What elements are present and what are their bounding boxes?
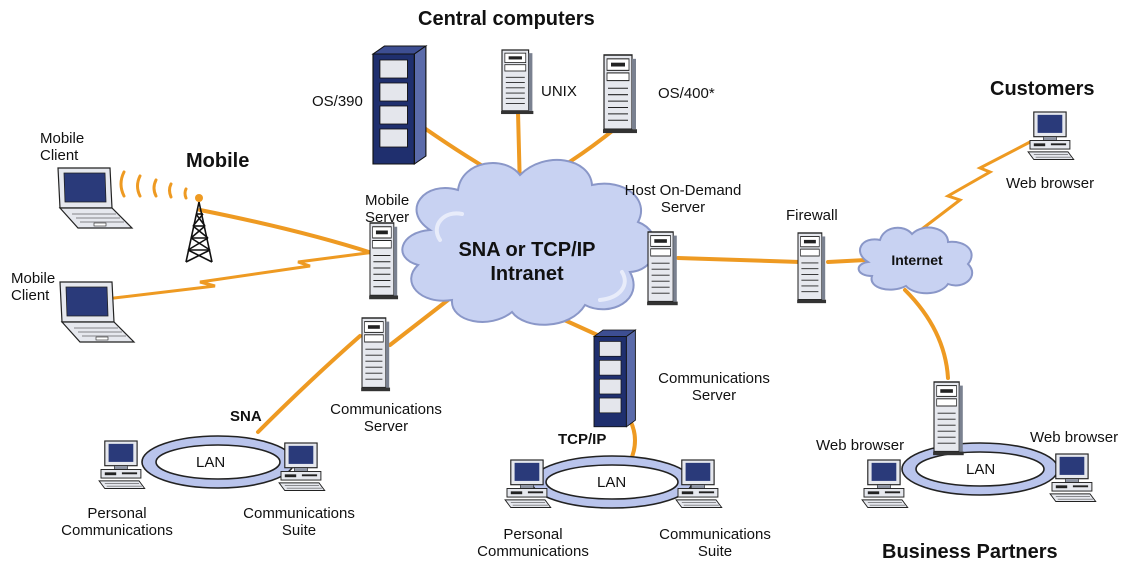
link-hod-firewall bbox=[676, 256, 802, 264]
label-comm-server-left: Communications Server bbox=[322, 401, 450, 435]
link-lines bbox=[112, 110, 1032, 464]
pc-comm-suite-center bbox=[675, 459, 723, 509]
label-pcomm-left-line1: Personal bbox=[87, 505, 147, 522]
label-mobile-server: Mobile Server bbox=[365, 192, 409, 226]
title-central-computers: Central computers bbox=[418, 8, 595, 30]
lan-ring-right bbox=[901, 442, 1059, 496]
label-hod-server: Host On-Demand Server bbox=[618, 182, 748, 216]
pc-personal-comm-left bbox=[98, 440, 146, 490]
label-csuite-left-line2: Suite bbox=[281, 522, 317, 539]
wireless-waves bbox=[119, 170, 188, 200]
label-os400: OS/400* bbox=[658, 85, 715, 102]
comm-server-left bbox=[360, 317, 391, 392]
hod-server bbox=[646, 231, 679, 306]
customer-pc bbox=[1027, 111, 1075, 161]
link-internet-lan-right bbox=[903, 288, 950, 380]
lan-ring-center bbox=[531, 455, 693, 509]
link-comm-center-lan bbox=[628, 418, 637, 464]
link-tower-mobile bbox=[198, 208, 374, 255]
internet-cloud-label: Internet bbox=[891, 252, 943, 268]
label-unix: UNIX bbox=[541, 83, 577, 100]
label-comm-server-center: Communications Server bbox=[650, 370, 778, 404]
label-mobile-client-2-line1: Mobile bbox=[11, 270, 56, 287]
link-comm-left-lan bbox=[256, 334, 362, 434]
label-lan-center: LAN bbox=[597, 474, 627, 491]
firewall-server bbox=[796, 232, 827, 304]
label-mobile-client-1-line1: Mobile bbox=[40, 130, 85, 147]
pc-partner-browser-right bbox=[1049, 453, 1097, 503]
intranet-cloud bbox=[401, 159, 657, 326]
comm-server-center bbox=[593, 329, 636, 428]
os400-server bbox=[602, 54, 638, 134]
label-customer-browser: Web browser bbox=[1006, 175, 1095, 192]
unix-server bbox=[500, 49, 534, 115]
label-csuite-center: Communications Suite bbox=[650, 526, 780, 560]
label-mobile-client-2: Mobile Client bbox=[11, 270, 55, 304]
os390-mainframe bbox=[372, 45, 427, 165]
label-lan-right: LAN bbox=[966, 461, 996, 478]
label-comm-server-left-line2: Server bbox=[363, 418, 409, 435]
label-firewall: Firewall bbox=[786, 207, 838, 224]
internet-cloud bbox=[857, 226, 974, 295]
label-csuite-center-line1: Communications bbox=[659, 526, 771, 543]
label-comm-server-center-line2: Server bbox=[691, 387, 737, 404]
pc-partner-browser-left bbox=[861, 459, 909, 509]
label-mobile-server-line1: Mobile bbox=[365, 192, 410, 209]
label-pcomm-center-line2: Communications bbox=[477, 543, 589, 560]
label-mobile-client-2-line2: Client bbox=[11, 287, 50, 304]
lightning-customer bbox=[916, 140, 1032, 234]
mobile-server bbox=[368, 222, 399, 300]
intranet-label-line2: Intranet bbox=[490, 263, 564, 285]
label-lan-left: LAN bbox=[196, 454, 226, 471]
title-customers: Customers bbox=[990, 78, 1095, 100]
label-partner-browser-left: Web browser bbox=[816, 437, 905, 454]
label-os390: OS/390 bbox=[312, 93, 363, 110]
lan-ring-left bbox=[141, 435, 295, 489]
label-pcomm-left-line2: Communications bbox=[61, 522, 173, 539]
pc-comm-suite-left bbox=[278, 442, 326, 492]
label-hod-server-line1: Host On-Demand bbox=[624, 182, 742, 199]
label-hod-server-line2: Server bbox=[660, 199, 706, 216]
title-business-partners: Business Partners bbox=[882, 541, 1058, 563]
mobile-client-laptop-2 bbox=[59, 281, 135, 343]
label-comm-server-left-line1: Communications bbox=[330, 401, 442, 418]
antenna-tower bbox=[185, 194, 213, 263]
label-mobile-client-1: Mobile Client bbox=[40, 130, 84, 164]
lightning-mobile-client-2 bbox=[112, 250, 377, 300]
label-pcomm-center: Personal Communications bbox=[468, 526, 598, 560]
intranet-label-line1: SNA or TCP/IP bbox=[458, 239, 596, 261]
link-firewall-internet bbox=[826, 258, 868, 264]
label-mobile-client-1-line2: Client bbox=[40, 147, 79, 164]
label-pcomm-center-line1: Personal bbox=[503, 526, 563, 543]
intranet-cloud-label: SNA or TCP/IP Intranet bbox=[432, 238, 622, 286]
label-csuite-left-line1: Communications bbox=[243, 505, 355, 522]
label-comm-server-center-line1: Communications bbox=[658, 370, 770, 387]
link-cloud-comm-left bbox=[388, 298, 450, 347]
label-csuite-center-line2: Suite bbox=[697, 543, 733, 560]
label-sna: SNA bbox=[230, 408, 262, 425]
partner-server bbox=[932, 381, 965, 456]
title-mobile: Mobile bbox=[186, 150, 250, 172]
label-tcpip: TCP/IP bbox=[558, 431, 607, 448]
label-partner-browser-right: Web browser bbox=[1030, 429, 1119, 446]
label-csuite-left: Communications Suite bbox=[234, 505, 364, 539]
label-mobile-server-line2: Server bbox=[365, 209, 410, 226]
label-pcomm-left: Personal Communications bbox=[52, 505, 182, 539]
